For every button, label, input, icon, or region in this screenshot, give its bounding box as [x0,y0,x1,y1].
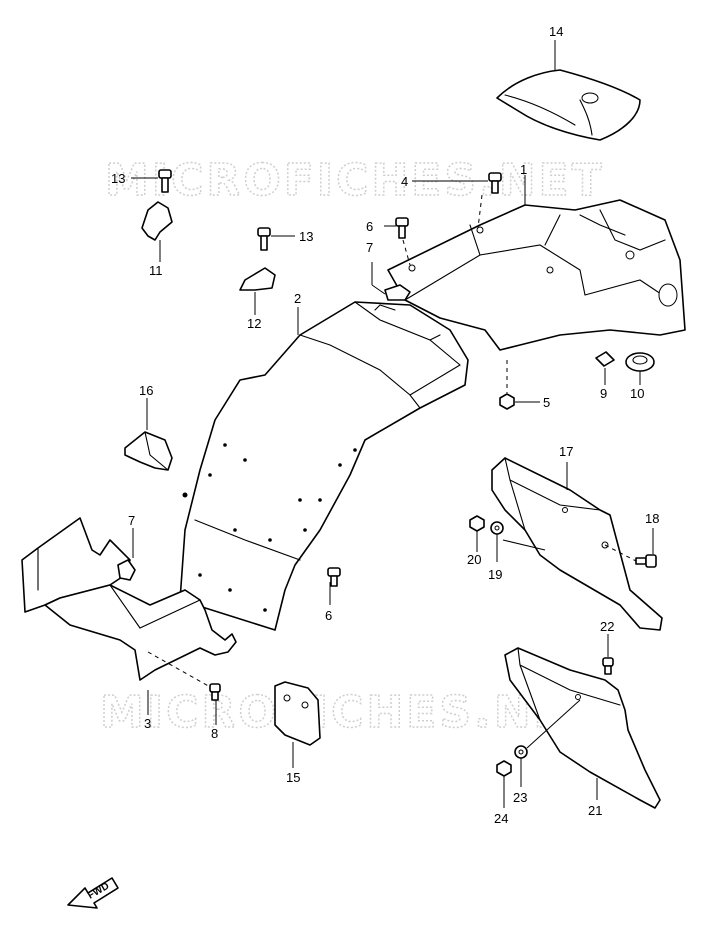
watermark-top: MICROFICHES.NET [105,155,605,206]
callout-10: 10 [630,386,644,401]
part-20-nut [469,515,485,552]
part-4-bolt [412,172,502,229]
part-12-clip [239,267,276,315]
part-7-clip-low [117,528,136,581]
callout-4: 4 [401,174,408,189]
callout-19: 19 [488,567,502,582]
part-16-bracket [124,398,173,471]
part-9-grommet [595,351,615,385]
callout-1: 1 [520,162,527,177]
callout-13-mid: 13 [299,229,313,244]
callout-16: 16 [139,383,153,398]
callout-18: 18 [645,511,659,526]
part-2-rear-fender [179,301,469,631]
part-7-clip-top [371,262,411,301]
part-1-rear-cover [387,175,686,351]
part-5-nut [499,360,540,410]
part-13-bolt-top [131,169,172,193]
callout-3: 3 [144,716,151,731]
callout-17: 17 [559,444,573,459]
callout-13-top: 13 [111,171,125,186]
part-15-plate [274,681,321,768]
part-6-bolt-low [327,567,341,605]
part-3-mud-guard [21,517,237,715]
part-24-nut [496,760,512,808]
callout-7-low: 7 [128,513,135,528]
callout-6-low: 6 [325,608,332,623]
part-6-bolt-top [384,217,411,266]
part-14-cover [496,40,641,141]
callout-22: 22 [600,619,614,634]
watermark-bottom: MICROFICHES.NET [100,687,600,738]
callout-9: 9 [600,386,607,401]
part-21-side-plate [504,647,661,809]
part-11-clip [141,201,173,262]
callout-11: 11 [149,263,163,278]
part-18-bolt [604,528,657,568]
callout-14: 14 [549,24,563,39]
callout-2: 2 [294,291,301,306]
part-10-cap [625,352,655,385]
callout-8: 8 [211,726,218,741]
part-13-bolt-mid [257,227,295,251]
callout-12: 12 [247,316,261,331]
callout-21: 21 [588,803,602,818]
callout-23: 23 [513,790,527,805]
part-19-washer [490,521,546,562]
part-22-bolt [602,634,614,675]
part-23-washer [514,699,581,787]
part-17-side-bracket [491,457,663,631]
callout-7-top: 7 [366,240,373,255]
callout-20: 20 [467,552,481,567]
callout-15: 15 [286,770,300,785]
callout-24: 24 [494,811,508,826]
callout-5: 5 [543,395,550,410]
fwd-arrow-icon: FWD [67,877,119,909]
callout-6-top: 6 [366,219,373,234]
part-8-bolt [209,683,221,725]
